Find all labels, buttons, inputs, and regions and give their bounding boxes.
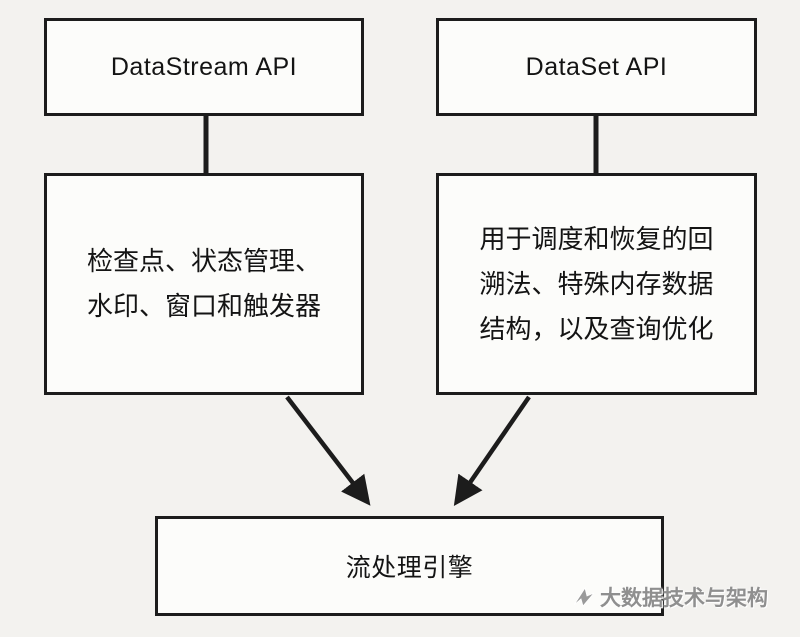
dataset-api-label: DataSet API — [525, 52, 668, 81]
engine-label: 流处理引擎 — [345, 554, 474, 582]
batch-runtime-line-3: 结构，以及查询优化 — [479, 313, 714, 344]
stream-runtime-line-2: 水印、窗口和触发器 — [86, 291, 321, 321]
box-dataset-api: DataSet API — [436, 18, 757, 116]
batch-runtime-line-1: 用于调度和恢复的回 — [479, 223, 714, 254]
stream-runtime-text: 检查点、状态管理、 水印、窗口和触发器 — [87, 239, 321, 329]
paper-plane-logo-icon — [572, 585, 596, 609]
watermark-text: 大数据技术与架构 — [600, 587, 768, 610]
box-stream-engine: 流处理引擎 — [155, 516, 664, 616]
batch-runtime-text: 用于调度和恢复的回 溯法、特殊内存数据 结构，以及查询优化 — [479, 217, 713, 352]
box-datastream-api: DataStream API — [44, 18, 364, 116]
arrow-batch-to-engine — [453, 395, 531, 507]
arrow-stream-to-engine — [285, 395, 371, 506]
watermark: 大数据技术与架构 — [572, 582, 768, 612]
datastream-api-label: DataStream API — [110, 52, 298, 81]
box-stream-runtime-features: 检查点、状态管理、 水印、窗口和触发器 — [44, 173, 364, 395]
stream-runtime-line-1: 检查点、状态管理、 — [86, 246, 321, 276]
box-batch-runtime-features: 用于调度和恢复的回 溯法、特殊内存数据 结构，以及查询优化 — [436, 173, 757, 395]
batch-runtime-line-2: 溯法、特殊内存数据 — [479, 268, 714, 299]
